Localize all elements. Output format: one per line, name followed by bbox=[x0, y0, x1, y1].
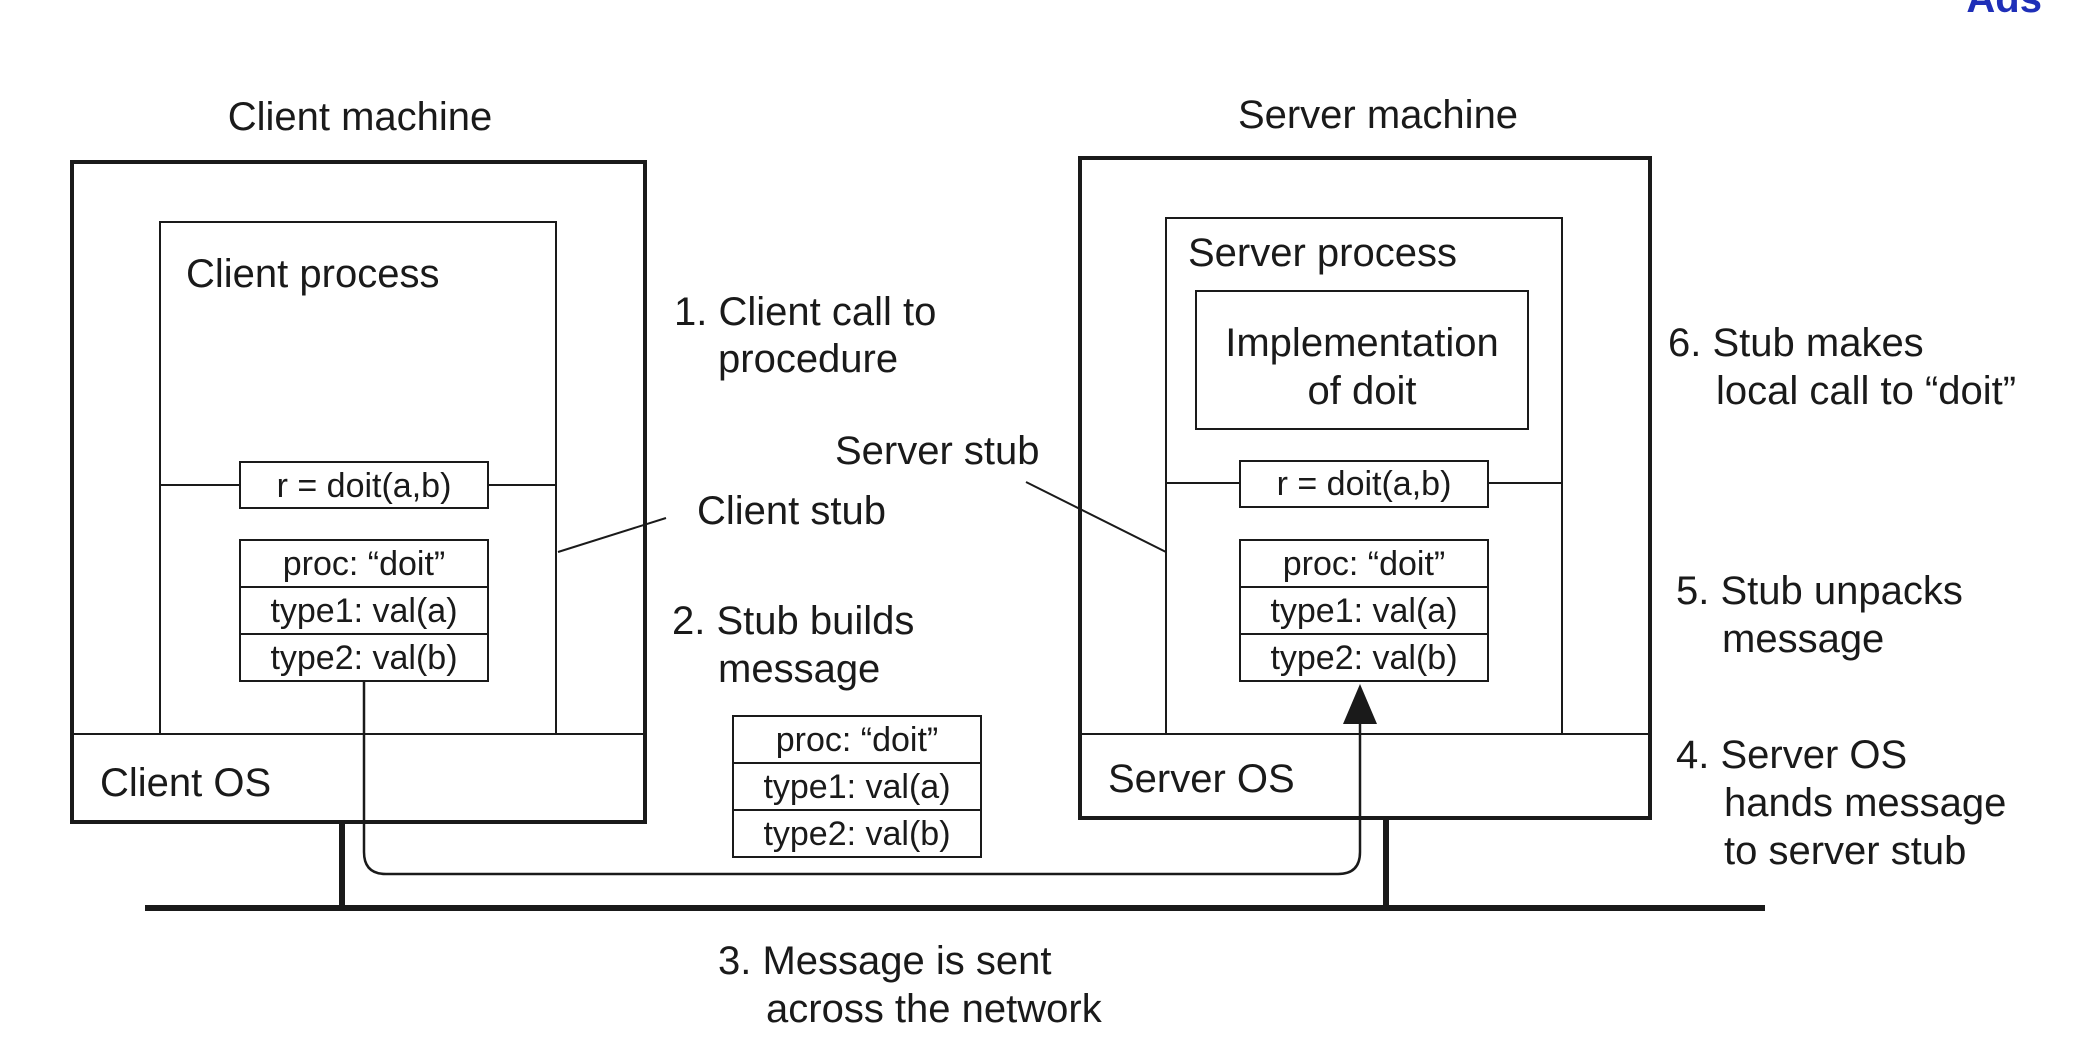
server-stub-pointer bbox=[1025, 481, 1167, 553]
message-path bbox=[362, 681, 1362, 876]
step-6-line-1: 6. Stub makes bbox=[1668, 321, 1924, 365]
server-message-line-3: type2: val(b) bbox=[1270, 639, 1457, 677]
client-stub-pointer bbox=[557, 517, 667, 553]
server-process-label: Server process bbox=[1188, 231, 1457, 275]
network-message-line-3: type2: val(b) bbox=[763, 815, 950, 853]
client-machine-title: Client machine bbox=[228, 95, 493, 139]
server-machine-title: Server machine bbox=[1238, 93, 1518, 137]
client-message-line-1: proc: “doit” bbox=[283, 545, 446, 583]
server-message-box bbox=[1239, 539, 1489, 682]
step-1-line-1: 1. Client call to bbox=[674, 290, 936, 334]
client-call-text: r = doit(a,b) bbox=[277, 467, 452, 505]
step-3-line-2: across the network bbox=[766, 987, 1103, 1031]
client-message-line-3: type2: val(b) bbox=[270, 639, 457, 677]
step-2-line-2: message bbox=[718, 647, 880, 691]
server-message-line-2: type1: val(a) bbox=[1270, 592, 1457, 630]
step-4-line-2: hands message bbox=[1724, 781, 2006, 825]
corner-text: Ads bbox=[1966, 0, 2042, 21]
implementation-line-2: of doit bbox=[1308, 369, 1417, 413]
implementation-box bbox=[1195, 290, 1529, 430]
network-message-line-1: proc: “doit” bbox=[776, 721, 939, 759]
step-1-line-2: procedure bbox=[718, 337, 898, 381]
step-2-line-1: 2. Stub builds bbox=[672, 599, 914, 643]
server-call-text: r = doit(a,b) bbox=[1277, 465, 1452, 503]
implementation-line-1: Implementation bbox=[1225, 321, 1498, 365]
message-arrowhead bbox=[1343, 684, 1377, 724]
client-process-label: Client process bbox=[186, 252, 439, 296]
client-os-label: Client OS bbox=[100, 761, 271, 805]
step-4-line-3: to server stub bbox=[1724, 829, 1966, 873]
step-6-line-2: local call to “doit” bbox=[1716, 369, 2016, 413]
step-4-line-1: 4. Server OS bbox=[1676, 733, 1907, 777]
server-stub-label: Server stub bbox=[835, 429, 1040, 473]
server-message-line-1: proc: “doit” bbox=[1283, 545, 1446, 583]
server-call-box bbox=[1239, 460, 1489, 508]
client-message-box bbox=[239, 539, 489, 682]
server-os-label: Server OS bbox=[1108, 757, 1295, 801]
step-5-line-2: message bbox=[1722, 617, 1884, 661]
step-3-line-1: 3. Message is sent bbox=[718, 939, 1052, 983]
network-message-box bbox=[732, 715, 982, 858]
client-stub-label: Client stub bbox=[697, 489, 886, 533]
network-message-line-2: type1: val(a) bbox=[763, 768, 950, 806]
client-call-box bbox=[239, 461, 489, 509]
step-5-line-1: 5. Stub unpacks bbox=[1676, 569, 1963, 613]
client-message-line-2: type1: val(a) bbox=[270, 592, 457, 630]
